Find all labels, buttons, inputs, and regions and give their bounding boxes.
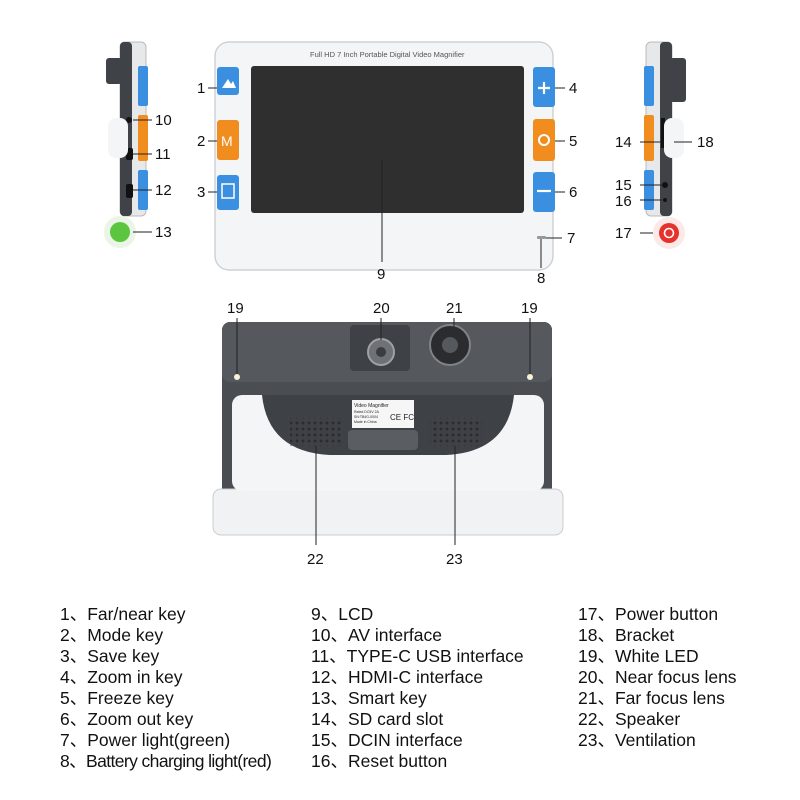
legend-item: 20、Near focus lens	[578, 667, 737, 687]
callout-22: 22	[307, 551, 324, 568]
left-side-view	[104, 41, 148, 248]
callout-18: 18	[697, 134, 714, 151]
legend-item: 16、Reset button	[311, 751, 448, 771]
legend-item: 7、Power light(green)	[60, 730, 231, 750]
callout-15: 15	[615, 177, 632, 194]
callout-11: 11	[155, 146, 171, 163]
ventilation-grill	[430, 418, 482, 446]
legend-item: 12、HDMI-C interface	[311, 667, 484, 687]
legend-item: 13、Smart key	[311, 688, 427, 708]
back-label-plate	[352, 400, 414, 428]
callout-19-left: 19	[227, 300, 244, 317]
callout-19-right: 19	[521, 300, 538, 317]
legend-item: 4、Zoom in key	[60, 667, 183, 687]
dcin-port	[662, 182, 668, 188]
legend-column-1: 1、Far/near key 2、Mode key 3、Save key 4、Z…	[60, 604, 272, 772]
back-label-line1: Video Magnifier	[354, 403, 389, 409]
callout-13: 13	[155, 224, 172, 241]
legend-item: 14、SD card slot	[311, 709, 444, 729]
back-label-line3: SN:TB4G-0004	[354, 415, 378, 419]
legend-item: 1、Far/near key	[60, 604, 186, 624]
right-side-view	[644, 41, 686, 249]
callout-1: 1	[197, 80, 205, 97]
legend-item: 3、Save key	[60, 646, 160, 666]
legend-item: 21、Far focus lens	[578, 688, 725, 708]
legend-item: 19、White LED	[578, 646, 699, 666]
callout-4: 4	[569, 80, 577, 97]
product-diagram: Full HD 7 Inch Portable Digital Video Ma…	[104, 41, 714, 568]
callout-10: 10	[155, 112, 172, 129]
power-icon	[663, 227, 675, 239]
mode-key[interactable]	[217, 120, 239, 160]
legend-item: 5、Freeze key	[60, 688, 174, 708]
legend-column-3: 17、Power button 18、Bracket 19、White LED …	[578, 604, 737, 751]
callout-2: 2	[197, 133, 205, 150]
legend-column-2: 9、LCD 10、AV interface 11、TYPE-C USB inte…	[311, 604, 524, 772]
callout-16: 16	[615, 193, 632, 210]
callout-5: 5	[569, 133, 577, 150]
back-label-cert: CE FC	[390, 413, 414, 422]
callout-8: 8	[537, 270, 545, 287]
callout-12: 12	[155, 182, 172, 199]
back-label-line4: Made in China	[354, 420, 377, 424]
back-view: Video Magnifier Rated DC5V 2A SN:TB4G-00…	[212, 322, 564, 536]
leader-lines	[133, 87, 692, 545]
legend-item: 17、Power button	[578, 604, 719, 624]
legend-item: 23、Ventilation	[578, 730, 696, 750]
hdmi-port	[126, 184, 133, 198]
legend-item: 6、Zoom out key	[60, 709, 194, 729]
callout-23: 23	[446, 551, 463, 568]
callout-21: 21	[446, 300, 463, 317]
legend-item: 22、Speaker	[578, 709, 681, 729]
legend-item: 15、DCIN interface	[311, 730, 463, 750]
sd-card-slot	[661, 118, 665, 148]
lcd-screen	[251, 66, 524, 213]
bracket	[212, 488, 564, 536]
callout-14: 14	[615, 134, 632, 151]
save-icon	[221, 183, 235, 199]
mountain-icon	[222, 79, 236, 88]
callout-6: 6	[569, 184, 577, 201]
legend-item: 9、LCD	[311, 604, 374, 624]
av-port	[126, 117, 132, 123]
save-key[interactable]	[217, 175, 239, 210]
callout-20: 20	[373, 300, 390, 317]
callout-17: 17	[615, 225, 632, 242]
speaker-grill	[290, 418, 342, 446]
device-label: Full HD 7 Inch Portable Digital Video Ma…	[310, 50, 465, 59]
legend-item: 8、Battery charging light(red)	[60, 751, 272, 771]
legend-item: 10、AV interface	[311, 625, 442, 645]
power-light	[537, 236, 546, 239]
callout-numbers: 1 2 3 4 5 6 7 8 9 10 11 12 13 14 18 15 1…	[155, 80, 714, 568]
callout-9: 9	[377, 266, 385, 283]
plus-icon	[538, 82, 550, 94]
back-label-line2: Rated DC5V 2A	[354, 410, 380, 414]
legend-item: 2、Mode key	[60, 625, 164, 645]
reset-button[interactable]	[663, 198, 667, 202]
callout-7: 7	[567, 230, 575, 247]
white-led-right	[527, 374, 533, 380]
front-view: Full HD 7 Inch Portable Digital Video Ma…	[214, 41, 555, 271]
white-led-left	[234, 374, 240, 380]
legend-item: 18、Bracket	[578, 625, 675, 645]
freeze-key[interactable]	[533, 119, 555, 161]
freeze-icon	[538, 134, 550, 146]
legend-item: 11、TYPE-C USB interface	[311, 646, 524, 666]
mode-key-m: M	[221, 133, 233, 149]
callout-3: 3	[197, 184, 205, 201]
